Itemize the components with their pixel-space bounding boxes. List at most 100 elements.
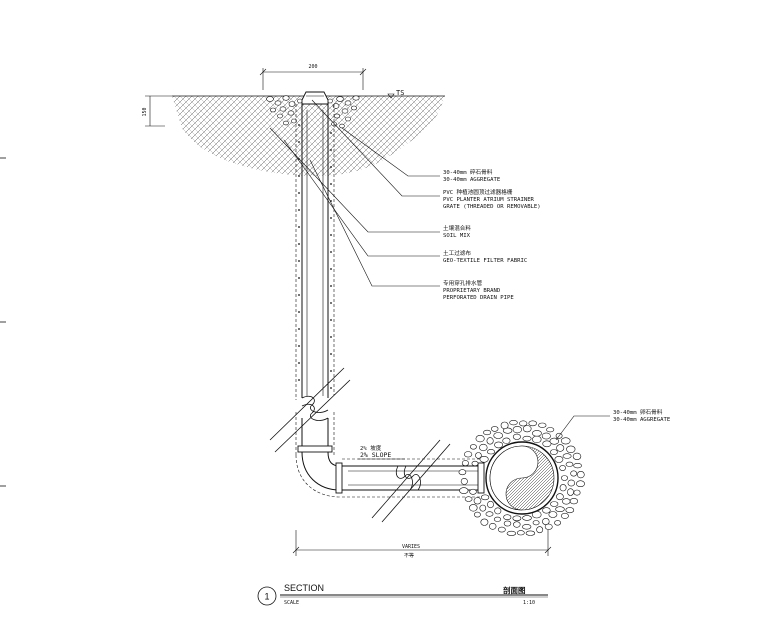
perforation-dot: [298, 175, 300, 177]
perforation-dot: [330, 387, 332, 389]
aggregate-top: [266, 95, 360, 129]
gravel-stone: [461, 460, 469, 467]
depth-dimension: [145, 95, 172, 127]
gravel-stone: [522, 515, 532, 521]
perforation-dot: [330, 166, 332, 168]
gravel-stone: [494, 441, 503, 449]
gravel-stone: [554, 520, 561, 526]
gravel-stone: [475, 452, 482, 459]
callout-soil-cn: 土壤混合料: [443, 224, 471, 232]
soil-mass: [172, 96, 445, 176]
perforation-dot: [330, 319, 332, 321]
break-mark: [269, 367, 351, 453]
perforation-dot: [298, 294, 300, 296]
callout-aggregate-cn: 30-40mm 碎石骨料: [443, 168, 493, 176]
perforation-dot: [298, 379, 300, 381]
pipe-elbow: [295, 451, 343, 498]
scale-value: 1:10: [523, 600, 535, 606]
perforation-dot: [330, 285, 332, 287]
perforation-dot: [330, 370, 332, 372]
perforation-dot: [330, 217, 332, 219]
gravel-stone: [458, 469, 467, 476]
gravel-stone: [479, 455, 489, 463]
gravel-stone: [549, 437, 559, 445]
perforation-dot: [298, 243, 300, 245]
ground-marker-icon: [387, 93, 395, 99]
perforation-dot: [298, 328, 300, 330]
lower-vertical-pipe: [295, 412, 335, 455]
gravel-stone: [522, 425, 532, 433]
gravel-stone: [502, 437, 511, 444]
gravel-stone: [519, 420, 528, 427]
gravel-stone: [512, 515, 522, 522]
gravel-stone: [503, 514, 512, 521]
gravel-stone: [512, 433, 521, 440]
gravel-stone: [487, 500, 494, 509]
gravel-stone: [481, 494, 490, 501]
gravel-stone: [567, 479, 575, 487]
perforation-dot: [298, 362, 300, 364]
gravel-stone: [485, 511, 494, 517]
gravel-stone: [509, 420, 518, 426]
gravel-stone: [538, 422, 547, 428]
perforation-dot: [298, 124, 300, 126]
gravel-stone: [512, 426, 522, 434]
planter-grate: [301, 91, 329, 105]
gravel-stone: [565, 507, 575, 514]
gravel-stone: [560, 475, 568, 481]
varies-label: VARIES: [402, 544, 420, 550]
gravel-stone: [559, 484, 567, 492]
gravel-stone: [469, 488, 477, 495]
gravel-stone: [554, 455, 564, 463]
callout-sump-aggregate: 30-40mm AGGREGATE: [613, 417, 671, 423]
perforation-dot: [298, 192, 300, 194]
gravel-stone: [528, 420, 537, 427]
gravel-stone: [573, 463, 582, 469]
gravel-stone: [550, 449, 558, 455]
slope-label: 2% SLOPE: [360, 451, 391, 459]
gravel-stone: [516, 530, 525, 536]
perforation-dot: [330, 353, 332, 355]
gravel-stone: [473, 497, 482, 505]
gravel-stone: [469, 504, 478, 512]
gravel-stone: [541, 432, 551, 440]
leader-lines: [269, 99, 610, 441]
gravel-stone: [567, 488, 574, 496]
perforation-dot: [330, 268, 332, 270]
gravel-stone: [464, 496, 473, 502]
perforation-dot: [298, 141, 300, 143]
top-width-label: 200: [308, 64, 317, 70]
gravel-stone: [493, 432, 504, 439]
perforation-dot: [298, 277, 300, 279]
gravel-stone: [550, 501, 559, 507]
callout-soil: SOIL MIX: [443, 233, 471, 239]
gravel-stone: [536, 526, 544, 534]
gravel-stone: [569, 498, 579, 505]
gravel-stone: [494, 507, 502, 515]
gravel-stone: [491, 426, 499, 432]
sump-chamber: [485, 441, 559, 515]
gravel-stone: [570, 470, 578, 477]
callout-pipe-detail: PERFORATED DRAIN PIPE: [443, 295, 514, 301]
perforation-dot: [298, 260, 300, 262]
section-number: 1: [264, 592, 269, 602]
top-width-dimension: [259, 68, 367, 90]
callout-aggregate: 30-40mm AGGREGATE: [443, 177, 501, 183]
callout-grate-detail: GRATE (THREADED OR REMOVABLE): [443, 204, 541, 210]
perforation-dot: [330, 132, 332, 134]
gravel-stone: [546, 427, 555, 433]
gravel-stone: [480, 518, 489, 526]
gravel-stone: [483, 429, 492, 436]
aggregate-sump: [458, 420, 585, 536]
gravel-stone: [566, 445, 576, 453]
gravel-stone: [532, 435, 542, 444]
gravel-stone: [473, 511, 481, 518]
gravel-stone: [565, 461, 574, 467]
gravel-stone: [525, 530, 536, 536]
gravel-stone: [560, 437, 571, 445]
callout-grate-cn: PVC 种植池圆顶过滤器格栅: [443, 188, 513, 196]
break-mark: [371, 439, 451, 523]
gravel-stone: [503, 520, 512, 527]
gravel-stone: [479, 443, 488, 452]
section-number-circle: [257, 586, 277, 606]
